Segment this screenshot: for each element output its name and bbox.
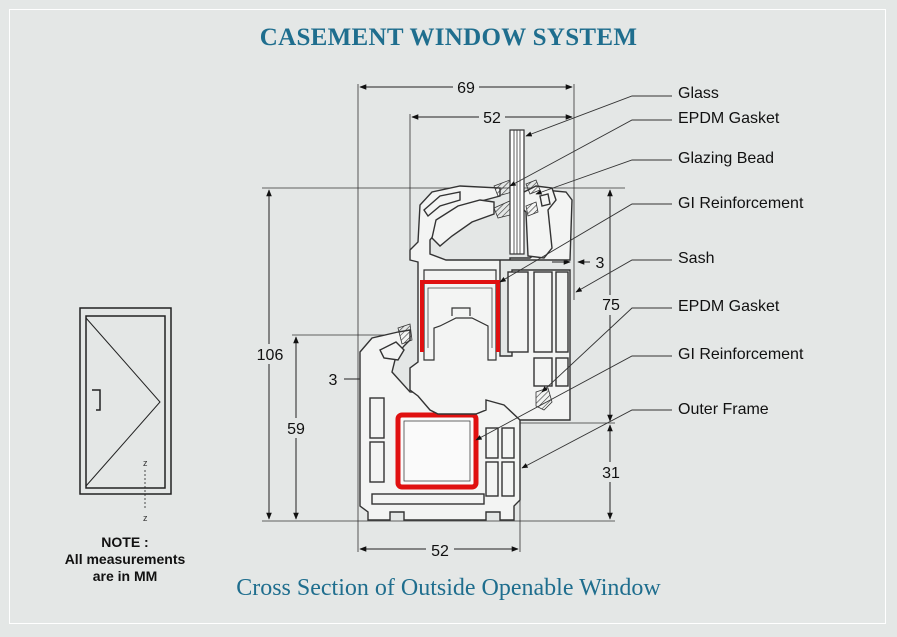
dim-label-69: 69 [457,80,475,97]
label-gi-reinforcement-top: GI Reinforcement [678,195,804,212]
dim-106 [252,189,288,520]
diagram-caption-text: Cross Section of Outside Openable Window [236,575,661,601]
dim-52-bottom [359,540,519,558]
sash-inner-chamber [423,269,497,361]
dim-label-52-top: 52 [483,110,501,127]
dim-label-106: 106 [257,347,284,364]
gi-reinforcement-sash [420,280,500,352]
dim-label-75: 75 [602,297,620,314]
dim-75 [596,189,626,422]
note-line-2: All measurements [64,551,186,567]
label-epdm-gasket-mid: EPDM Gasket [678,298,780,315]
label-sash: Sash [678,250,714,267]
dim-label-52-bottom: 52 [431,543,449,560]
dim-69 [359,78,573,96]
gi-reinforcement-frame [395,412,479,490]
glazing-bead [519,185,557,259]
note-line-3: are in MM [92,568,158,584]
window-elevation-icon [79,307,172,510]
outer-border [9,9,886,624]
axis-label-bottom: z [143,513,148,523]
dim-31 [596,424,626,520]
dim-label-31: 31 [602,465,620,482]
dim-label-3-right: 3 [596,255,605,272]
diagram-caption: Cross Section of Outside Openable Window [0,575,897,602]
epdm-gaskets [397,179,553,411]
label-outer-frame: Outer Frame [678,401,769,418]
glass-pane [509,129,525,255]
measurement-note: NOTE : All measurements are in MM [50,534,200,585]
note-heading: NOTE : [101,534,149,550]
axis-label-top: z [143,458,148,468]
label-glazing-bead: Glazing Bead [678,150,774,167]
label-epdm-gasket-top: EPDM Gasket [678,110,780,127]
page-title: CASEMENT WINDOW SYSTEM [259,24,638,51]
sash-profile [409,185,573,421]
dim-label-3-left: 3 [329,372,338,389]
leader-lines [475,95,672,469]
label-glass: Glass [678,85,719,102]
dim-59 [282,336,312,520]
dim-label-59: 59 [287,421,305,438]
dim-52-top [411,108,573,126]
label-gi-reinforcement-bottom: GI Reinforcement [678,346,804,363]
